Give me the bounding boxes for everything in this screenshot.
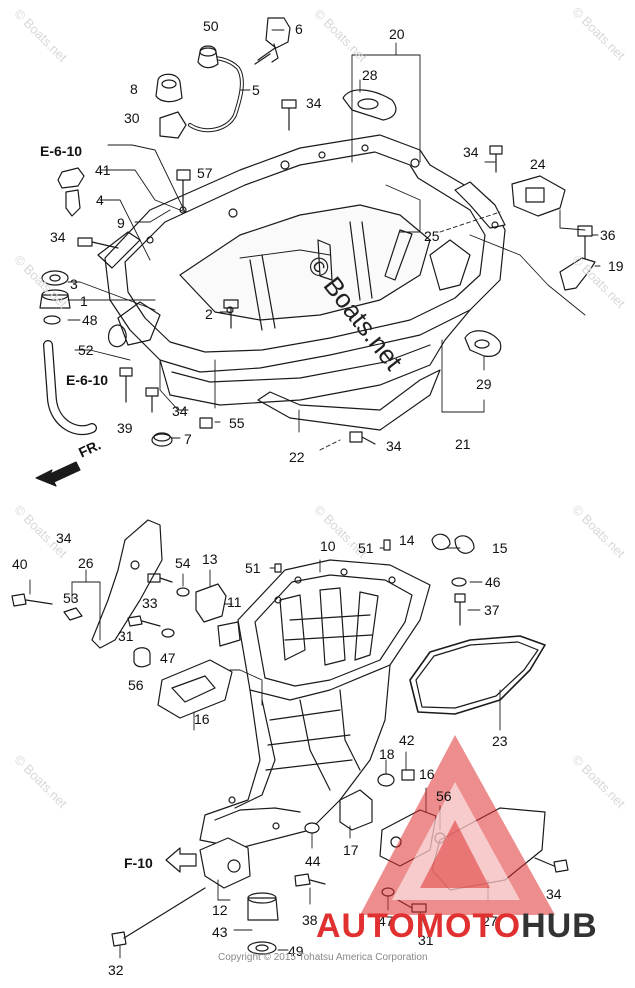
part-label[interactable]: 7 <box>184 431 192 447</box>
ref-e-6-10-lower[interactable]: E-6-10 <box>66 372 109 388</box>
part-label[interactable]: 17 <box>343 842 359 858</box>
hose-5 <box>188 56 244 133</box>
part-label[interactable]: 3 <box>70 276 78 292</box>
part-label[interactable]: 52 <box>78 342 94 358</box>
part-label[interactable]: 4 <box>96 192 104 208</box>
part-label[interactable]: 14 <box>399 532 415 548</box>
part-label[interactable]: 22 <box>289 449 305 465</box>
part-label[interactable]: 10 <box>320 538 336 554</box>
part-label[interactable]: 34 <box>50 229 66 245</box>
part-label[interactable]: 32 <box>108 962 124 978</box>
part-label[interactable]: 33 <box>142 595 158 611</box>
part-label[interactable]: 47 <box>160 650 176 666</box>
part-label[interactable]: 26 <box>78 555 94 571</box>
copyright-text: Copyright © 2015 Tohatsu America Corpora… <box>218 952 428 963</box>
forward-arrow <box>35 461 81 487</box>
part-label[interactable]: 23 <box>492 733 508 749</box>
part-label[interactable]: 48 <box>82 312 98 328</box>
part-label[interactable]: 44 <box>305 853 321 869</box>
part-label[interactable]: 25 <box>424 228 440 244</box>
part-label[interactable]: 51 <box>358 540 374 556</box>
part-label[interactable]: 47 <box>378 913 394 929</box>
part-label[interactable]: 43 <box>212 924 228 940</box>
part-label[interactable]: 21 <box>455 436 471 452</box>
part-label[interactable]: 51 <box>245 560 261 576</box>
part-label[interactable]: 34 <box>546 886 562 902</box>
part-label[interactable]: 34 <box>306 95 322 111</box>
part-label[interactable]: 56 <box>128 677 144 693</box>
part-label[interactable]: 1 <box>80 293 88 309</box>
part-label[interactable]: 11 <box>227 594 242 610</box>
part-label[interactable]: 20 <box>389 26 405 42</box>
part-label[interactable]: 15 <box>492 540 508 556</box>
part-label[interactable]: 34 <box>463 144 479 160</box>
f10-arrow <box>165 847 197 873</box>
part-label[interactable]: 24 <box>530 156 546 172</box>
part-label[interactable]: 19 <box>608 258 624 274</box>
part-label[interactable]: 16 <box>194 711 210 727</box>
part-label[interactable]: 31 <box>418 932 434 948</box>
fastener-dashes <box>319 211 501 451</box>
part-label[interactable]: 39 <box>117 420 133 436</box>
part-label[interactable]: 18 <box>379 746 395 762</box>
part-label[interactable]: 40 <box>12 556 28 572</box>
part-label[interactable]: 5 <box>252 82 260 98</box>
part-label[interactable]: 50 <box>203 18 219 34</box>
part-label[interactable]: 34 <box>386 438 402 454</box>
part-label[interactable]: 37 <box>484 602 500 618</box>
brand-watermark-triangle <box>360 735 555 915</box>
part-label[interactable]: 46 <box>485 574 501 590</box>
part-label[interactable]: 38 <box>302 912 318 928</box>
part-label[interactable]: 16 <box>419 766 435 782</box>
part-label[interactable]: 6 <box>295 21 303 37</box>
part-label[interactable]: 54 <box>175 555 191 571</box>
part-label[interactable]: 42 <box>399 732 415 748</box>
part-label[interactable]: 57 <box>197 165 213 181</box>
part-label[interactable]: 31 <box>118 628 134 644</box>
part-label[interactable]: 55 <box>229 415 245 431</box>
brand-logo-part-a: AUTOMOTO <box>316 907 522 945</box>
part-label[interactable]: 36 <box>600 227 616 243</box>
part-label[interactable]: 2 <box>205 306 213 322</box>
part-label[interactable]: 28 <box>362 67 378 83</box>
brand-logo: AUTOMOTOHUB <box>316 908 598 944</box>
lower-cover-assembly <box>97 134 506 431</box>
part-label[interactable]: 49 <box>288 943 304 959</box>
part-label[interactable]: 9 <box>117 215 125 231</box>
part-label[interactable]: 8 <box>130 81 138 97</box>
part-label[interactable]: 29 <box>476 376 492 392</box>
part-label[interactable]: 27 <box>482 913 498 929</box>
part-label[interactable]: 30 <box>124 110 140 126</box>
part-label[interactable]: 13 <box>202 551 218 567</box>
part-label[interactable]: 34 <box>172 403 188 419</box>
part-label[interactable]: 34 <box>56 530 72 546</box>
brand-logo-part-b: HUB <box>521 907 598 945</box>
part-label[interactable]: 56 <box>436 788 452 804</box>
ref-e-6-10-top[interactable]: E-6-10 <box>40 143 83 159</box>
ref-f-10[interactable]: F-10 <box>124 855 153 871</box>
part-label[interactable]: 12 <box>212 902 228 918</box>
top-leader-lines <box>67 29 601 439</box>
part-label[interactable]: 41 <box>95 162 111 178</box>
part-label[interactable]: 53 <box>63 590 79 606</box>
